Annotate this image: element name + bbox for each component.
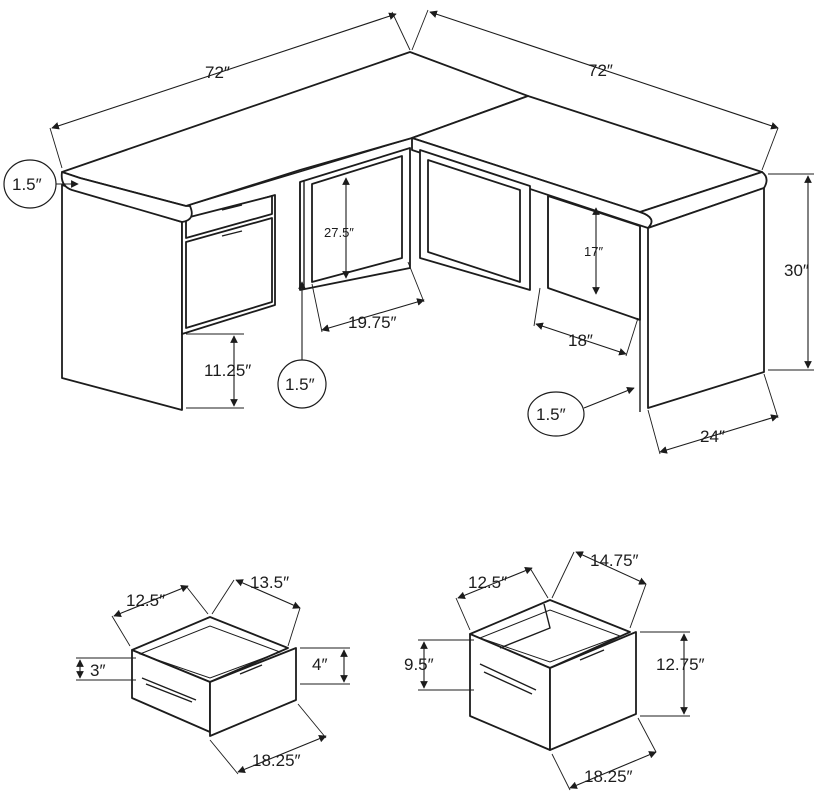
dim-opening-width-right: 18″	[568, 331, 593, 350]
dim-opening-width-left: 19.75″	[348, 313, 397, 332]
l-desk-drawing	[60, 51, 768, 412]
large-dim-outer-width: 18.25″	[584, 767, 633, 786]
desktop-left-edge	[60, 171, 193, 223]
large-dim-inner-width: 12.5″	[468, 573, 507, 592]
dim-opening-height-left: 27.5″	[324, 225, 354, 240]
small-drawer-front-panel	[209, 647, 297, 737]
small-drawer-front	[185, 195, 273, 239]
dim-panel-thickness-right: 1.5″	[536, 405, 566, 424]
large-drawer-drawing	[469, 599, 637, 751]
left-pedestal-side	[61, 184, 183, 411]
middle-support-left-opening	[311, 155, 403, 283]
large-dim-outer-height: 12.75″	[656, 655, 705, 674]
dim-width-right: 72″	[588, 61, 613, 80]
large-dim-inner-height: 9.5″	[404, 655, 434, 674]
large-drawer-rail	[499, 603, 551, 649]
large-drawer-dimensions: 12.5″ 14.75″ 9.5″ 12.75″ 18.25″	[404, 551, 705, 791]
large-drawer-front	[185, 217, 273, 329]
small-drawer-slide	[141, 677, 197, 703]
large-drawer-slide	[479, 663, 537, 695]
small-dim-outer-height: 4″	[312, 655, 327, 674]
dim-width-left: 72″	[205, 63, 230, 82]
dim-depth: 24″	[700, 427, 725, 446]
right-pedestal-side	[647, 187, 765, 409]
small-drawer-dimensions: 12.5″ 13.5″ 3″ 4″ 18.25″	[76, 573, 350, 775]
middle-support-right-opening	[427, 159, 521, 283]
small-dim-inner-depth: 13.5″	[250, 573, 289, 592]
small-dim-outer-width: 18.25″	[252, 751, 301, 770]
callout-right-panel	[527, 391, 585, 437]
drawer-handles	[221, 204, 243, 237]
dim-panel-thickness-mid: 1.5″	[285, 375, 315, 394]
large-drawer-front-panel	[549, 631, 637, 751]
large-dim-inner-depth: 14.75″	[590, 551, 639, 570]
small-drawer-drawing	[131, 616, 297, 737]
dim-height: 30″	[784, 261, 809, 280]
dim-drawer-clearance: 11.25″	[204, 361, 251, 380]
large-drawer-handle-slot	[579, 649, 605, 661]
dim-opening-height-right: 17″	[584, 244, 603, 259]
small-dim-inner-height: 3″	[90, 661, 105, 680]
small-drawer-handle-slot	[239, 664, 263, 675]
small-dim-inner-width: 12.5″	[126, 591, 165, 610]
desk-dimensions: 72″ 72″ 1.5″ 30″ 24″ 27.5″ 19.75″ 11.25″	[3, 9, 814, 455]
dim-top-thickness: 1.5″	[12, 175, 42, 194]
